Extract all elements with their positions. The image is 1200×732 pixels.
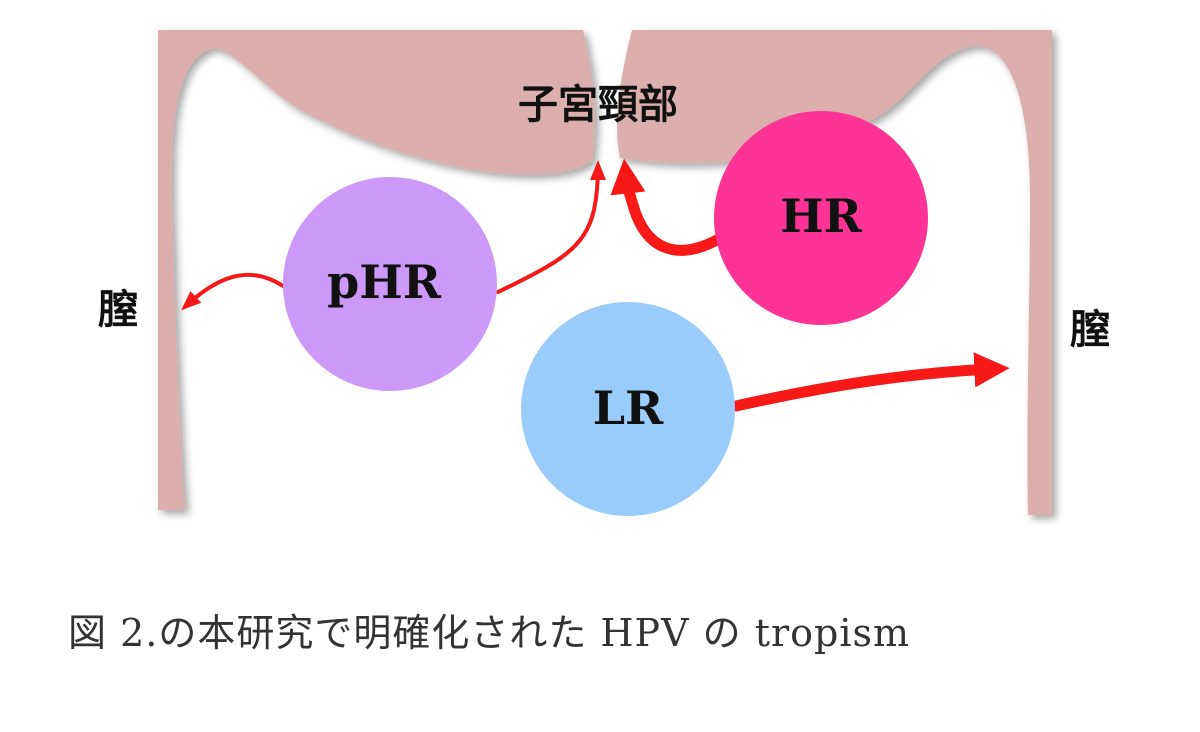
hr-label: HR — [780, 189, 862, 243]
arrow-lr-to-vagina — [730, 352, 1010, 412]
tissue-left — [158, 30, 595, 510]
vagina-label-right: 膣 — [1070, 307, 1110, 353]
cervix-label: 子宮頸部 — [518, 82, 678, 128]
arrow-phr-to-cervix — [496, 160, 606, 294]
tissue-right — [617, 30, 1052, 515]
hr-circle — [714, 111, 928, 325]
lr-circle — [521, 302, 735, 516]
hpv-tropism-diagram: pHR HR LR 子宮頸部 膣 膣 — [98, 30, 1110, 516]
figure-caption: 図 2.の本研究で明確化された HPV の tropism — [68, 611, 911, 655]
phr-label: pHR — [327, 255, 442, 309]
arrow-phr-to-vagina — [181, 272, 285, 311]
arrow-hr-to-cervix — [610, 158, 723, 256]
vagina-label-left: 膣 — [98, 287, 138, 333]
phr-circle — [283, 177, 497, 391]
lr-label: LR — [593, 381, 664, 435]
